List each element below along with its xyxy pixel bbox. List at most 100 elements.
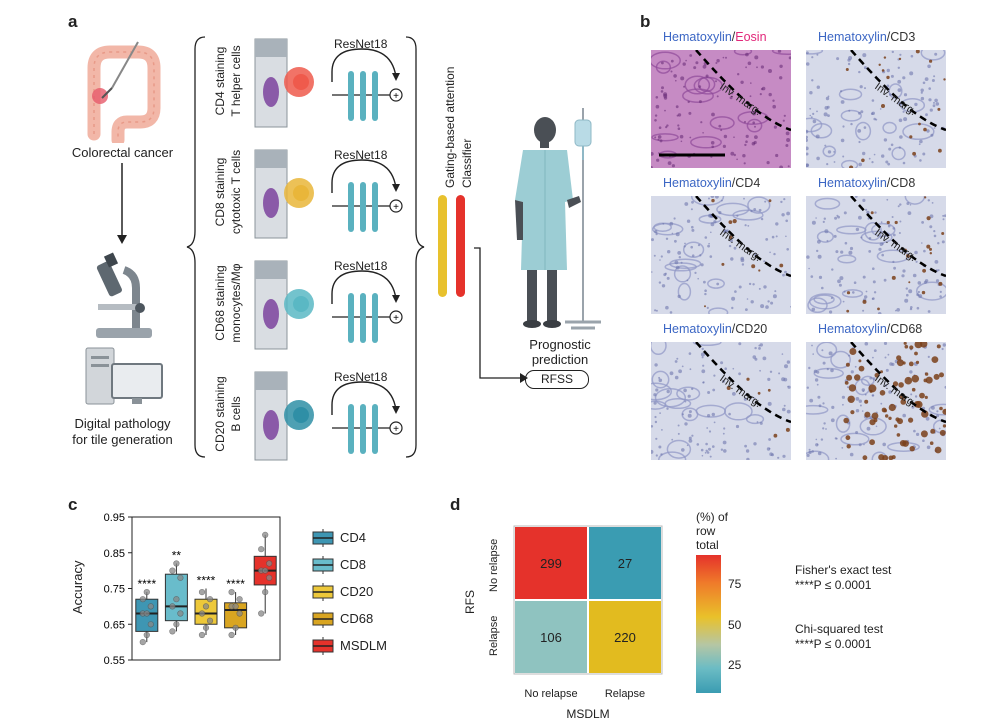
digital-caption-1: Digital pathology [74,416,171,431]
chi-title: Chi-squared test [795,622,884,636]
nucleus-dot [731,296,736,301]
gland-shape [664,397,692,410]
gland-shape [920,50,946,61]
data-point [169,628,176,635]
gland-shape [838,88,863,101]
nucleus-dot [810,116,813,119]
nucleus-dot [864,295,868,299]
nucleus-dot [718,211,722,215]
nucleus-dot [685,59,687,62]
sum-node [389,310,403,324]
positive-cell [858,359,862,363]
nucleus-dot [679,134,684,139]
positive-cell [918,122,921,126]
gland-shape [915,281,946,301]
positive-cell [721,262,725,266]
nucleus-dot [878,247,882,251]
gland-shape [658,451,687,460]
nucleus-dot [887,224,891,228]
nucleus-dot [752,121,755,124]
positive-cell [845,68,849,71]
positive-cell [924,395,928,399]
tile-background [806,342,946,460]
resnet-layer [348,71,354,121]
nucleus-dot [651,238,654,242]
nucleus-dot [659,412,661,414]
invasive-margin-line [850,342,946,424]
cell-nucleus [293,296,309,312]
nucleus-dot [675,265,680,270]
stain-a: Hematoxylin [818,322,887,336]
nucleus-dot [743,397,747,401]
nucleus-dot [691,225,694,229]
nucleus-dot [909,204,912,206]
nucleus-dot [864,393,867,396]
positive-cell [886,220,890,225]
nucleus-dot [930,133,934,137]
nucleus-dot [711,112,715,117]
nucleus-dot [705,74,709,78]
positive-cell [878,454,885,460]
nucleus-dot [703,280,706,284]
nucleus-dot [885,160,889,164]
nucleus-dot [659,139,663,143]
nucleus-dot [812,112,815,115]
nucleus-dot [722,432,725,435]
positive-cell [939,372,944,378]
tile-title: Hematoxylin/Eosin [663,30,767,44]
nucleus-dot [744,444,747,448]
gland-shape [840,159,859,168]
nucleus-dot [861,388,865,392]
nucleus-dot [764,200,767,203]
nucleus-dot [899,53,902,56]
nucleus-dot [784,364,788,369]
positive-cell [939,429,946,436]
nucleus-dot [676,357,679,360]
nucleus-dot [687,100,690,104]
nucleus-dot [838,283,842,287]
nucleus-dot [662,222,665,225]
nucleus-dot [691,254,695,257]
stain-row-graphic: + [254,260,403,350]
positive-cell [921,290,926,295]
gland-shape [653,222,672,232]
nucleus-dot [665,237,669,240]
nucleus-dot [702,132,704,134]
nucleus-dot [902,76,906,80]
nucleus-dot [709,255,713,258]
nucleus-dot [790,305,791,308]
positive-cell [879,390,886,396]
nucleus-dot [833,151,835,153]
data-point [143,631,150,639]
nucleus-dot [661,284,666,288]
stain-label-line1: CD20 staining [213,376,227,452]
nucleus-dot [702,64,707,69]
resnet-layer [348,182,354,232]
colorbar [696,555,721,693]
nucleus-dot [731,92,734,95]
positive-cell [885,414,889,418]
nucleus-dot [859,404,862,407]
nucleus-dot [936,410,939,413]
nucleus-dot [891,50,894,54]
nucleus-dot [927,355,930,358]
nucleus-dot [872,377,876,381]
positive-cell [757,391,761,395]
stain-sep: / [731,176,736,190]
positive-cell [914,342,923,349]
stain-b: Eosin [735,30,767,44]
nucleus-dot [937,242,940,245]
nucleus-dot [738,372,741,376]
heatmap-cell-value: 106 [540,630,562,645]
skip-arrowhead [392,295,400,303]
nucleus-dot [773,252,776,256]
nucleus-dot [879,242,883,246]
nucleus-dot [680,76,685,81]
nucleus-dot [658,126,662,129]
nucleus-dot [673,74,677,78]
data-point [177,610,184,617]
nucleus-dot [779,76,783,80]
nucleus-dot [654,136,657,139]
nucleus-dot [939,290,942,293]
nucleus-dot [671,438,674,441]
